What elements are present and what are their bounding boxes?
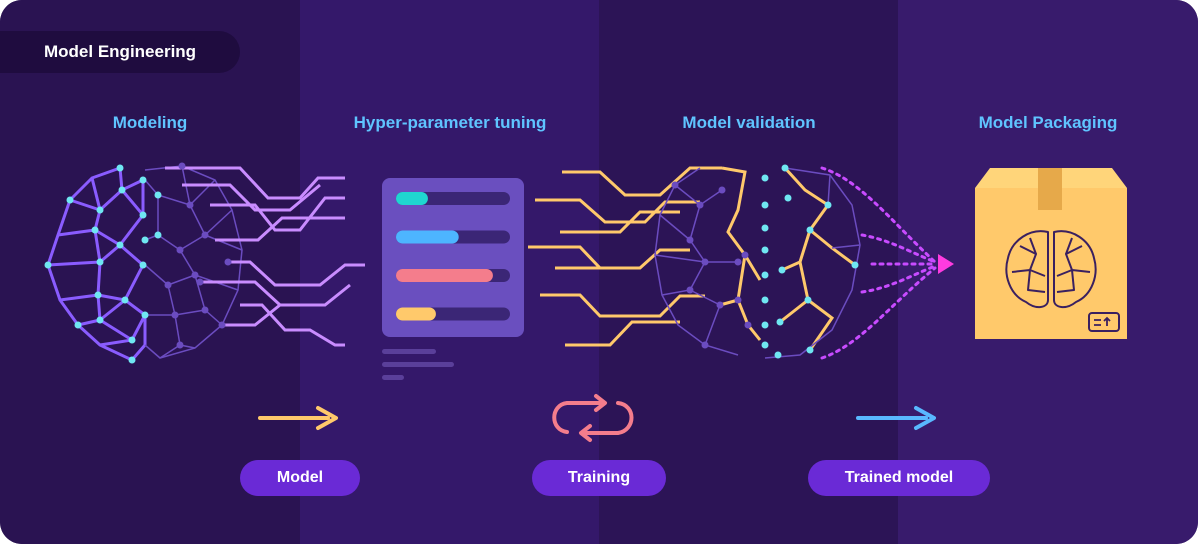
arrow-right-icon <box>856 406 936 430</box>
stage-title-packaging: Model Packaging <box>978 113 1118 132</box>
slider-fill <box>396 307 436 321</box>
transition-label-trained-model: Trained model <box>808 460 990 496</box>
validation-brain-icon <box>528 164 861 359</box>
stage-title-modeling: Modeling <box>112 113 188 132</box>
stage-band-validation <box>599 0 898 544</box>
transition-label-training: Training <box>532 460 666 496</box>
brain-network-icon <box>44 162 365 364</box>
transition-label-model: Model <box>240 460 360 496</box>
parameter-panel-icon <box>382 178 524 380</box>
arrow-right-icon <box>258 406 338 430</box>
refresh-cycle-icon <box>552 394 634 442</box>
slider-fill <box>396 230 459 244</box>
stage-title-tuning: Hyper-parameter tuning <box>353 113 547 132</box>
section-title: Model Engineering <box>0 31 240 73</box>
slider-fill <box>396 269 493 282</box>
arrow-head <box>938 254 954 274</box>
packaging-arrows <box>820 166 937 360</box>
slider-fill <box>396 192 428 205</box>
package-box-icon <box>975 168 1127 339</box>
stage-title-validation: Model validation <box>682 113 816 132</box>
